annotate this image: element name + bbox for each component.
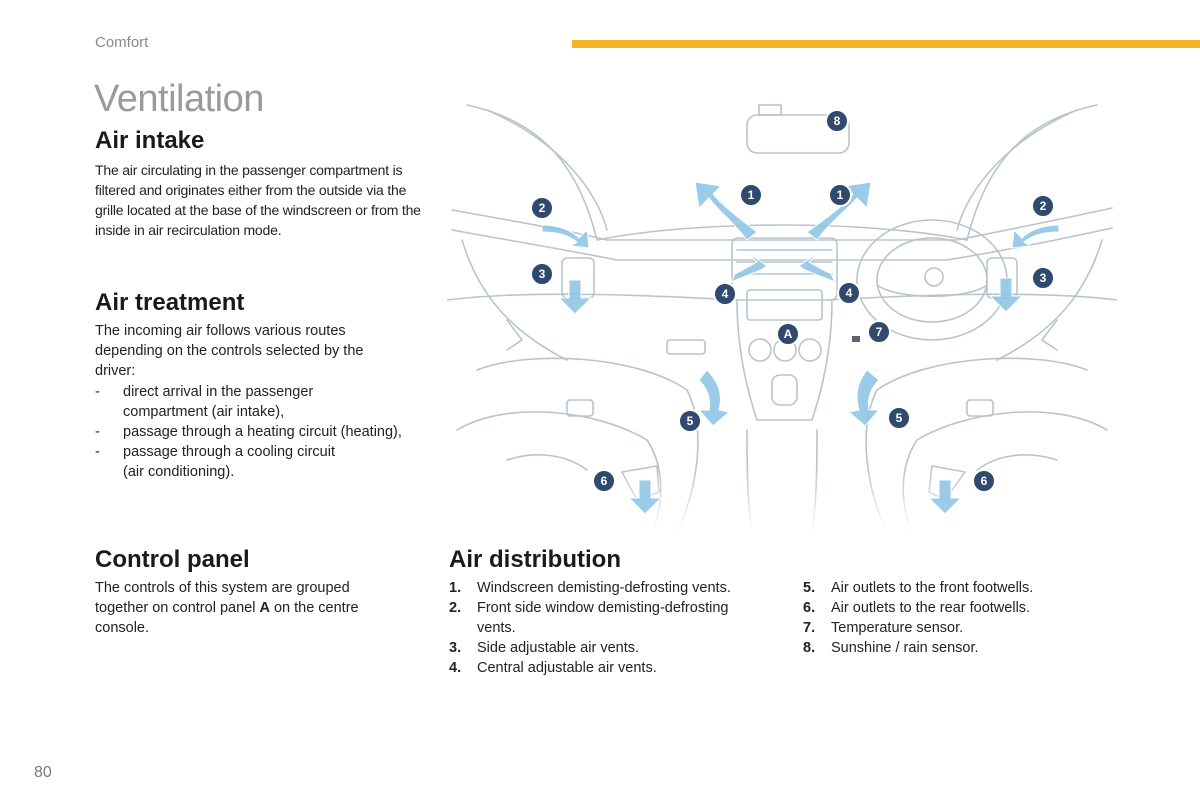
marker-a: A: [776, 322, 800, 346]
air-treatment-list: direct arrival in the passenger compartm…: [95, 382, 430, 482]
marker-1-left: 1: [739, 183, 763, 207]
control-panel-letter: A: [259, 600, 270, 616]
item-text: Side adjustable air vents.: [477, 640, 640, 656]
airflow-arrows: [541, 181, 1060, 515]
item-number: 6.: [803, 600, 816, 616]
item-number: 8.: [803, 640, 816, 656]
marker-6-right-label: 6: [981, 474, 988, 488]
list-item: 3. Side adjustable air vents.: [449, 638, 759, 658]
item-number: 3.: [449, 640, 462, 656]
marker-a-label: A: [784, 327, 793, 341]
list-item: 1. Windscreen demisting-defrosting vents.: [449, 578, 759, 598]
marker-5-right-label: 5: [896, 411, 903, 425]
list-item: passage through a heating circuit (heati…: [95, 422, 430, 442]
air-treatment-intro: The incoming air follows various routes …: [95, 323, 364, 379]
item-text: Windscreen demisting-defrosting vents.: [477, 580, 731, 596]
control-panel-text-end: on the centre console.: [95, 600, 359, 636]
accent-bar: [572, 40, 1200, 48]
item-number: 1.: [449, 580, 462, 596]
item-number: 5.: [803, 580, 816, 596]
marker-7-label: 7: [876, 325, 883, 339]
item-text: Air outlets to the rear footwells.: [831, 600, 1031, 616]
air-distribution-heading: Air distribution: [449, 546, 621, 573]
list-item: 7. Temperature sensor.: [803, 618, 1103, 638]
marker-3-left: 3: [530, 262, 554, 286]
marker-7: 7: [867, 320, 891, 344]
list-item: 8. Sunshine / rain sensor.: [803, 638, 1103, 658]
item-text: Central adjustable air vents.: [477, 660, 657, 676]
marker-8-label: 8: [834, 114, 841, 128]
marker-8: 8: [825, 109, 849, 133]
section-label: Comfort: [95, 34, 149, 51]
marker-1-right: 1: [828, 183, 852, 207]
diagram-markers: 8 1 1 2 2 3 3 4 4 A 7 5 5 6 6: [530, 109, 1055, 493]
air-intake-heading: Air intake: [95, 127, 205, 154]
marker-5-left-label: 5: [687, 414, 694, 428]
marker-5-left: 5: [678, 409, 702, 433]
item-number: 7.: [803, 620, 816, 636]
control-panel-text: The controls of this system are grouped …: [95, 578, 395, 638]
marker-3-left-label: 3: [539, 267, 546, 281]
control-panel-text-start: The controls of this system are grouped …: [95, 580, 350, 616]
ventilation-diagram: 8 1 1 2 2 3 3 4 4 A 7 5 5 6 6: [447, 100, 1117, 532]
marker-5-right: 5: [887, 406, 911, 430]
marker-1-left-label: 1: [748, 188, 755, 202]
marker-6-left: 6: [592, 469, 616, 493]
air-distribution-list-left: 1. Windscreen demisting-defrosting vents.…: [449, 578, 759, 678]
item-text: Front side window demisting-defrosting v…: [477, 600, 729, 636]
item-text: Temperature sensor.: [831, 620, 964, 636]
item-number: 2.: [449, 600, 462, 616]
list-item: 5. Air outlets to the front footwells.: [803, 578, 1103, 598]
marker-2-left-label: 2: [539, 201, 546, 215]
list-item: 6. Air outlets to the rear footwells.: [803, 598, 1103, 618]
air-distribution-list-right: 5. Air outlets to the front footwells. 6.…: [803, 578, 1103, 658]
marker-3-right: 3: [1031, 266, 1055, 290]
marker-4-left: 4: [713, 282, 737, 306]
temperature-sensor-icon: [852, 336, 860, 342]
marker-4-left-label: 4: [722, 287, 729, 301]
control-panel-heading: Control panel: [95, 546, 250, 573]
item-number: 4.: [449, 660, 462, 676]
marker-4-right: 4: [837, 281, 861, 305]
page-number: 80: [34, 764, 52, 781]
list-item: 4. Central adjustable air vents.: [449, 658, 759, 678]
air-intake-text: The air circulating in the passenger com…: [95, 162, 421, 238]
marker-4-right-label: 4: [846, 286, 853, 300]
marker-2-right: 2: [1031, 194, 1055, 218]
marker-3-right-label: 3: [1040, 271, 1047, 285]
marker-2-left: 2: [530, 196, 554, 220]
list-item: direct arrival in the passenger compartm…: [95, 382, 358, 422]
marker-1-right-label: 1: [837, 188, 844, 202]
item-text: Air outlets to the front footwells.: [831, 580, 1034, 596]
marker-6-left-label: 6: [601, 474, 608, 488]
page-title: Ventilation: [94, 78, 264, 120]
list-item: 2. Front side window demisting-defrosting…: [449, 598, 759, 638]
marker-2-right-label: 2: [1040, 199, 1047, 213]
air-treatment-heading: Air treatment: [95, 289, 245, 316]
list-item: passage through a cooling circuit (air c…: [95, 442, 358, 482]
marker-6-right: 6: [972, 469, 996, 493]
item-text: Sunshine / rain sensor.: [831, 640, 979, 656]
